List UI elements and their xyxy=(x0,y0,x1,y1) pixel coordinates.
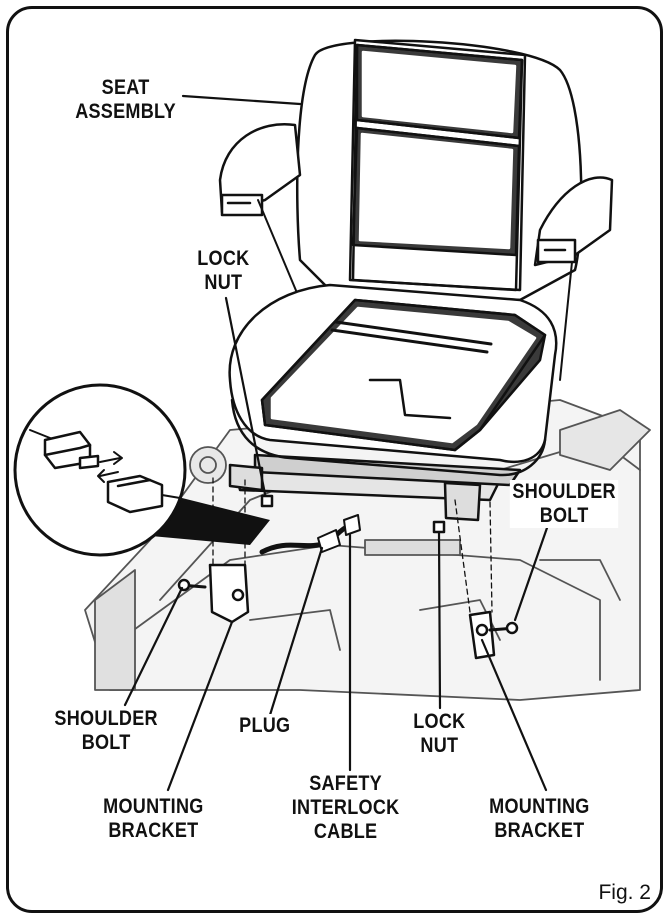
label-shoulder-bolt-left: SHOULDER BOLT xyxy=(51,707,161,755)
label-shoulder-bolt-right-line2: BOLT xyxy=(539,504,589,527)
label-seat-assembly-line1: SEAT xyxy=(101,76,150,99)
label-plug: PLUG xyxy=(236,714,293,738)
seat-cushion xyxy=(228,283,558,477)
label-safety-interlock-cable: SAFETY INTERLOCK CABLE xyxy=(289,772,403,844)
label-shoulder-bolt-right: SHOULDER BOLT xyxy=(509,480,619,528)
label-seat-assembly: SEAT ASSEMBLY xyxy=(72,76,179,124)
mounting-bracket-right-shape xyxy=(468,610,519,660)
label-mounting-bracket-right-line2: BRACKET xyxy=(494,819,585,842)
label-mounting-bracket-right-line1: MOUNTING xyxy=(489,795,590,818)
label-lock-nut-bottom-line2: NUT xyxy=(420,734,459,757)
safety-interlock-cable xyxy=(259,514,361,555)
figure-caption: Fig. 2 xyxy=(598,881,651,904)
label-mounting-bracket-left-line2: BRACKET xyxy=(108,819,199,842)
label-lock-nut-bottom-line1: LOCK xyxy=(413,710,466,733)
label-lock-nut-top-line1: LOCK xyxy=(197,247,250,270)
leader-lines xyxy=(123,94,550,792)
label-shoulder-bolt-left-line2: BOLT xyxy=(81,731,131,754)
label-safety-interlock-cable-line3: CABLE xyxy=(313,820,378,843)
label-shoulder-bolt-right-line1: SHOULDER xyxy=(512,480,616,503)
label-lock-nut-top-line2: NUT xyxy=(204,271,243,294)
label-mounting-bracket-right: MOUNTING BRACKET xyxy=(486,795,593,843)
connector-inset xyxy=(13,383,270,557)
mounting-bracket-left-shape xyxy=(177,563,250,624)
lock-nut-shapes xyxy=(260,494,446,534)
alignment-lines xyxy=(212,477,493,613)
label-shoulder-bolt-left-line1: SHOULDER xyxy=(54,707,158,730)
label-seat-assembly-line2: ASSEMBLY xyxy=(75,100,176,123)
label-lock-nut-top: LOCK NUT xyxy=(194,247,253,295)
label-safety-interlock-cable-line2: INTERLOCK xyxy=(291,796,400,819)
label-mounting-bracket-left-line1: MOUNTING xyxy=(103,795,204,818)
label-plug-line1: PLUG xyxy=(239,714,291,737)
label-safety-interlock-cable-line1: SAFETY xyxy=(309,772,382,795)
armrests xyxy=(218,123,614,381)
label-mounting-bracket-left: MOUNTING BRACKET xyxy=(100,795,207,843)
seat-back xyxy=(295,38,583,302)
label-lock-nut-bottom: LOCK NUT xyxy=(410,710,469,758)
